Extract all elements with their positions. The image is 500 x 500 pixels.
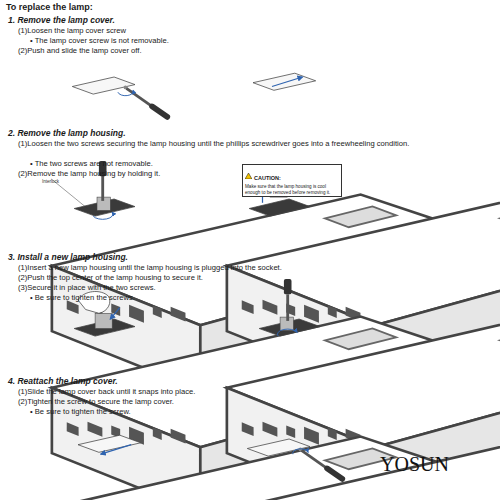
figure-4a <box>52 435 500 500</box>
note-text: • The lamp cover screw is not removable. <box>30 36 470 45</box>
step-heading: 4. Reattach the lamp cover. <box>8 376 308 387</box>
warning-symbol <box>245 173 252 179</box>
caution-text: Make sure that the lamp housing is cool … <box>245 184 339 195</box>
step-heading: 3. Install a new lamp housing. <box>8 252 308 263</box>
step-text: (2)Push the top center of the lamp housi… <box>18 273 488 282</box>
step-text: (2)Tighten the screw to secure the lamp … <box>18 397 488 406</box>
step-text: (2)Remove the lamp housing by holding it… <box>18 169 238 178</box>
caution-box: CAUTION: Make sure that the lamp housing … <box>242 164 342 197</box>
step-heading: 2. Remove the lamp housing. <box>8 128 308 139</box>
watermark: YOSUN <box>380 452 490 477</box>
figure-3b <box>237 279 500 500</box>
step-text: (2)Push and slide the lamp cover off. <box>18 46 488 55</box>
page-title: To replace the lamp: <box>6 2 93 13</box>
callout-label: Interlock <box>42 179 82 185</box>
note-text: • Be sure to tighten the screw. <box>30 407 470 416</box>
caution-heading: CAUTION: <box>254 175 281 182</box>
step-text: (1)Slide the lamp cover back until it sn… <box>18 387 488 396</box>
figure-4b <box>227 439 500 500</box>
step-heading: 1. Remove the lamp cover. <box>8 15 308 26</box>
step-text: (3)Secure it in place with the two screw… <box>18 283 488 292</box>
note-text: • Be sure to tighten the screws. <box>30 293 470 302</box>
step-text: (1)Loosen the two screws securing the la… <box>18 139 492 148</box>
step-text: (1)Insert a new lamp housing until the l… <box>18 263 488 272</box>
step-text: (1)Loosen the lamp cover screw <box>18 26 488 35</box>
